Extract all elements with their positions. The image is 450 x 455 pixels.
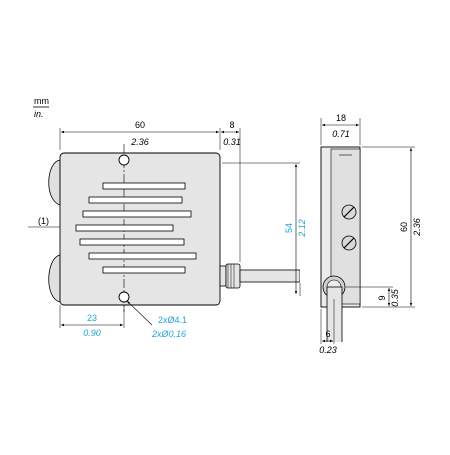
units-legend: mm in.: [33, 96, 49, 119]
vent-slot: [102, 182, 186, 190]
ext-mm: 8: [229, 120, 234, 130]
lens-bottom-bump: [48, 254, 61, 303]
connector-flange: [219, 265, 227, 287]
unit-inch-label: in.: [34, 109, 44, 119]
ext-in: 0.31: [223, 137, 241, 147]
screw-slot: [343, 206, 355, 218]
vent-slot: [82, 210, 192, 218]
callout-label: (1): [38, 216, 49, 226]
mounting-hole-bottom: [118, 291, 130, 303]
height-mm: 54: [284, 223, 294, 233]
screw-slot: [343, 237, 355, 249]
side-height-in: 2.36: [412, 218, 422, 237]
hole-offset-mm: 23: [87, 313, 97, 323]
holes-mm: 2xØ4.1: [158, 315, 187, 325]
cable: [239, 269, 301, 283]
vent-slot: [102, 266, 186, 274]
unit-mm-label: mm: [34, 96, 49, 106]
cable-z-mm: 9: [377, 295, 387, 300]
vent-slots: [75, 182, 197, 274]
cable-break: [300, 269, 302, 283]
vent-slot: [88, 196, 183, 204]
hole-offset-in: 0.90: [83, 328, 101, 338]
width-mm: 60: [135, 120, 145, 130]
depth-mm: 18: [336, 113, 346, 123]
hole-leader: [126, 300, 153, 326]
holes-in: 2xØ0.16: [151, 329, 186, 339]
side-height-mm: 60: [399, 222, 409, 232]
cable-z-in: 0.35: [390, 288, 400, 307]
depth-in: 0.71: [332, 129, 350, 139]
front-view: (1) 60 2.36 8 0.31 54 2.12 23 0.90 2xØ4.…: [28, 120, 307, 339]
cable-x-mm: 6: [325, 329, 330, 339]
width-in: 2.36: [130, 137, 149, 147]
vent-slot: [88, 252, 197, 260]
vent-slot: [79, 238, 185, 246]
lens-top-bump: [48, 159, 61, 206]
mounting-hole-top: [118, 154, 130, 166]
height-in: 2.12: [297, 219, 307, 238]
side-cable-break: [326, 342, 343, 344]
cable-x-in: 0.23: [319, 345, 337, 355]
vent-slot: [75, 224, 174, 232]
side-view: 18 0.71 60 2.36 9 0.35 6 0.23: [319, 113, 422, 355]
